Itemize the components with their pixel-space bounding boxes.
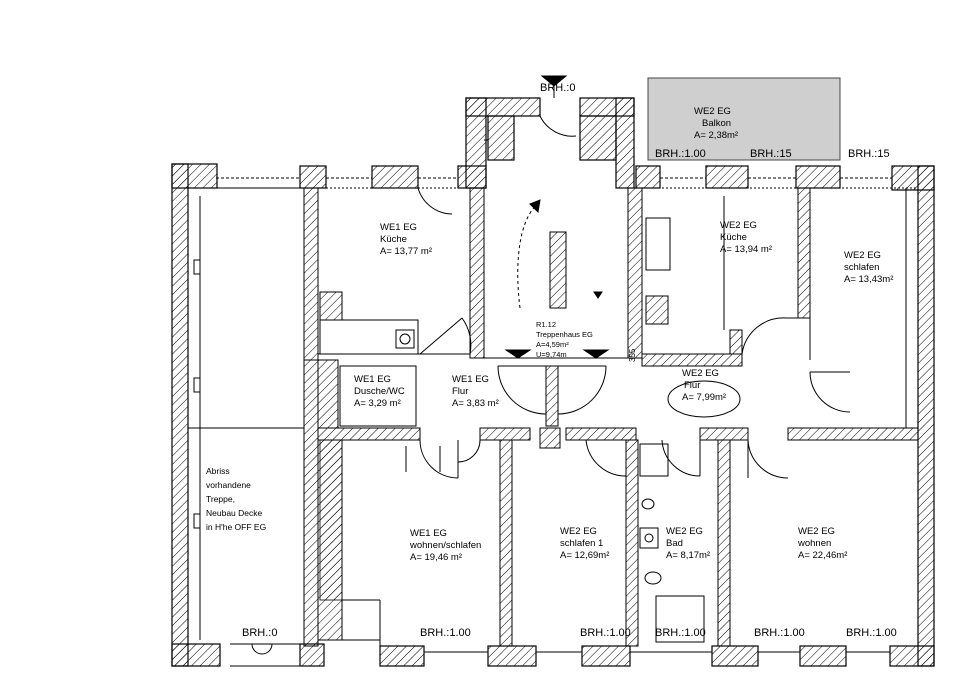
doors bbox=[251, 115, 851, 655]
room-we2-balkon: WE2 EG Balkon A= 2,38m² bbox=[694, 106, 738, 142]
room-unit: WE2 EG bbox=[666, 526, 703, 537]
room-perimeter: U=9,74m bbox=[536, 350, 567, 359]
note-line: vorhandene bbox=[206, 480, 251, 490]
brh-bottom-3: BRH.:1.00 bbox=[655, 627, 706, 639]
room-area: A= 2,38m² bbox=[694, 130, 739, 141]
room-area: A= 12,69m² bbox=[560, 550, 610, 561]
dimension-355: 355 bbox=[628, 348, 637, 362]
room-name: schlafen 1 bbox=[560, 538, 604, 549]
brh-bottom-5: BRH.:1.00 bbox=[846, 627, 897, 639]
room-name: wohnen bbox=[798, 538, 832, 549]
outer-walls bbox=[171, 97, 935, 667]
demolition-note: Abriss vorhandene Treppe, Neubau Decke i… bbox=[206, 464, 266, 534]
room-area: A= 22,46m² bbox=[798, 550, 848, 561]
room-name: schlafen bbox=[844, 262, 880, 273]
note-line: Abriss bbox=[206, 466, 230, 476]
staircase bbox=[504, 75, 610, 359]
room-unit: WE1 EG bbox=[410, 528, 447, 539]
room-we2-flur: WE2 EG Flur A= 7,99m² bbox=[682, 368, 726, 404]
room-name: Treppenhaus EG bbox=[536, 330, 593, 339]
room-area: A=4,59m² bbox=[536, 340, 569, 349]
room-unit: WE1 EG bbox=[452, 374, 489, 385]
room-area: A= 13,43m² bbox=[844, 274, 894, 285]
room-name: Küche bbox=[720, 232, 747, 243]
room-unit: WE2 EG bbox=[694, 106, 731, 117]
room-name: Dusche/WC bbox=[354, 386, 405, 397]
room-name: Küche bbox=[380, 234, 407, 245]
room-name: Bad bbox=[666, 538, 683, 549]
room-name: Balkon bbox=[702, 118, 732, 129]
brh-bottom-2: BRH.:1.00 bbox=[580, 627, 631, 639]
room-area: A= 8,17m² bbox=[666, 550, 711, 561]
room-we2-schlafen1: WE2 EG schlafen 1 A= 12,69m² bbox=[560, 526, 609, 562]
room-unit: WE2 EG bbox=[844, 250, 881, 261]
brh-bottom-1: BRH.:1.00 bbox=[420, 627, 471, 639]
room-name: Flur bbox=[452, 386, 469, 397]
room-we1-kueche: WE1 EG Küche A= 13,77 m² bbox=[380, 222, 432, 258]
brh-top-2: BRH.:15 bbox=[750, 148, 792, 160]
room-area: A= 19,46 m² bbox=[410, 552, 463, 563]
brh-entrance-label: BRH.:0 bbox=[540, 82, 576, 94]
room-we2-wohnen: WE2 EG wohnen A= 22,46m² bbox=[798, 526, 847, 562]
room-id: R1.12 bbox=[536, 320, 557, 329]
note-line: Neubau Decke bbox=[206, 508, 263, 518]
room-we2-kueche: WE2 EG Küche A= 13,94 m² bbox=[720, 220, 772, 256]
room-area: A= 3,29 m² bbox=[354, 398, 401, 409]
room-unit: WE2 EG bbox=[798, 526, 835, 537]
room-unit: WE1 EG bbox=[354, 374, 391, 385]
room-we2-schlafen: WE2 EG schlafen A= 13,43m² bbox=[844, 250, 893, 286]
brh-bottom-left: BRH.:0 bbox=[242, 627, 278, 639]
room-unit: WE2 EG bbox=[720, 220, 757, 231]
brh-top-3: BRH.:15 bbox=[848, 148, 890, 160]
room-we1-wohnen: WE1 EG wohnen/schlafen A= 19,46 m² bbox=[410, 528, 481, 564]
brh-top-1: BRH.:1.00 bbox=[655, 148, 706, 160]
room-unit: WE2 EG bbox=[682, 368, 719, 379]
room-name: Flur bbox=[684, 380, 701, 391]
room-we2-bad: WE2 EG Bad A= 8,17m² bbox=[666, 526, 710, 562]
wall-strip bbox=[319, 439, 343, 601]
balcony-area bbox=[647, 77, 841, 161]
room-unit: WE1 EG bbox=[380, 222, 417, 233]
room-area: A= 13,94 m² bbox=[720, 244, 773, 255]
room-area: A= 13,77 m² bbox=[380, 246, 433, 257]
note-line: in H'he OFF EG bbox=[206, 522, 267, 532]
brh-bottom-4: BRH.:1.00 bbox=[754, 627, 805, 639]
room-we1-dusche: WE1 EG Dusche/WC A= 3,29 m² bbox=[354, 374, 405, 410]
room-unit: WE2 EG bbox=[560, 526, 597, 537]
room-area: A= 7,99m² bbox=[682, 392, 727, 403]
interior-walls bbox=[303, 187, 919, 647]
note-line: Treppe, bbox=[206, 494, 235, 504]
room-area: A= 3,83 m² bbox=[452, 398, 499, 409]
room-treppenhaus: R1.12 Treppenhaus EG A=4,59m² U=9,74m bbox=[536, 320, 593, 360]
room-name: wohnen/schlafen bbox=[410, 540, 482, 551]
room-we1-flur: WE1 EG Flur A= 3,83 m² bbox=[452, 374, 499, 410]
